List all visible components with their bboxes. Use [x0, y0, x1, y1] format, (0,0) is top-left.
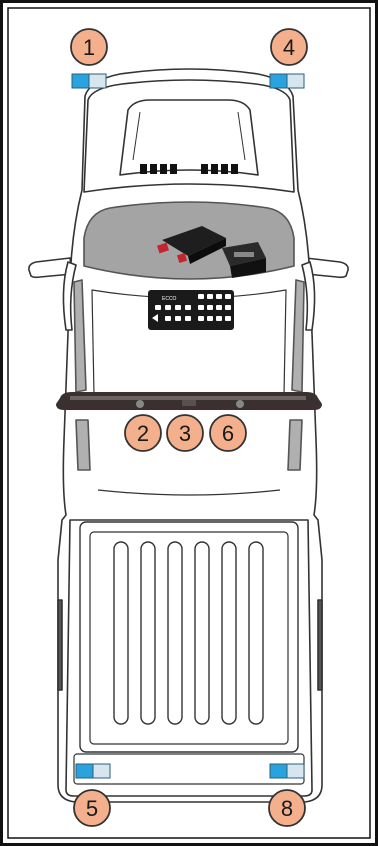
badge-4-label: 4	[283, 35, 295, 60]
front-left-light	[72, 74, 106, 88]
rear-left-light	[76, 764, 110, 778]
badge-8: 8	[269, 790, 305, 826]
rear-right-light	[270, 764, 304, 778]
right-rear-door-window	[288, 420, 302, 470]
badge-6-label: 6	[222, 421, 234, 446]
badge-5-label: 5	[86, 796, 98, 821]
right-rear-wheel	[318, 600, 322, 690]
badge-5: 5	[74, 790, 110, 826]
keypad-icon: ECCO	[148, 290, 234, 330]
left-rear-door-window	[76, 420, 90, 470]
badge-4: 4	[271, 29, 307, 65]
badge-1: 1	[71, 29, 107, 65]
badge-3-label: 3	[179, 421, 191, 446]
badge-2-label: 2	[137, 421, 149, 446]
keypad-brand: ECCO	[162, 296, 177, 302]
left-rear-wheel	[58, 600, 62, 690]
badge-3: 3	[167, 415, 203, 451]
badge-6: 6	[210, 415, 246, 451]
badge-2: 2	[125, 415, 161, 451]
hood-scoop	[120, 100, 258, 175]
front-right-light	[270, 74, 304, 88]
lightbar	[56, 392, 322, 410]
badge-1-label: 1	[83, 35, 95, 60]
badge-8-label: 8	[281, 796, 293, 821]
